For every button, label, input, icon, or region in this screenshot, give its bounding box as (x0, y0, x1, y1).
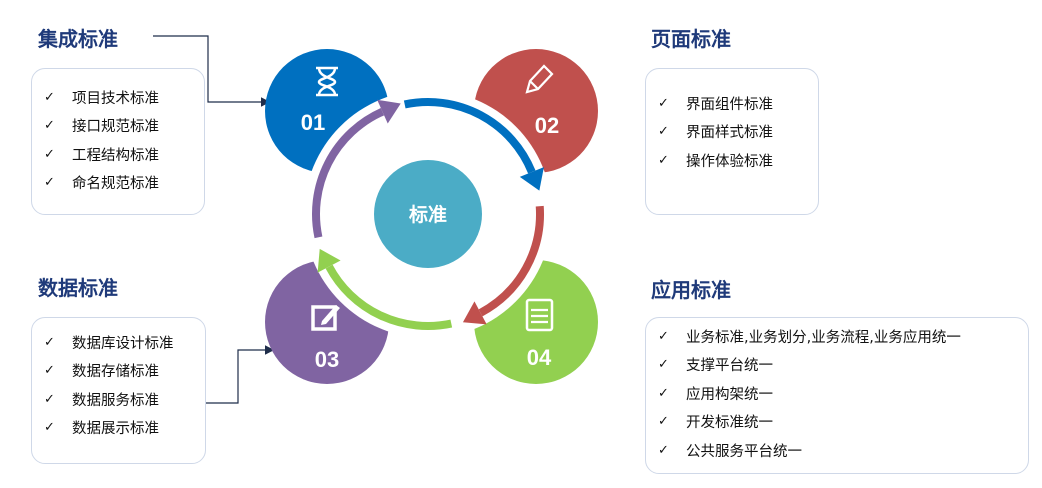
connector-integration (153, 35, 271, 107)
check-icon: ✓ (658, 357, 669, 373)
list-item: ✓ 支撑平台统一 (658, 351, 1028, 380)
title-data: 数据标准 (38, 276, 118, 300)
check-icon: ✓ (44, 334, 55, 350)
check-icon: ✓ (658, 328, 669, 344)
pencil-icon (525, 64, 554, 94)
list-item: ✓ 开发标准统一 (658, 408, 1028, 437)
node-04-number: 04 (527, 345, 552, 370)
list-item-label: 开发标准统一 (686, 415, 773, 432)
list-item: ✓ 接口规范标准 (44, 112, 204, 141)
check-icon: ✓ (44, 175, 55, 191)
list-item: ✓ 操作体验标准 (658, 146, 818, 175)
list-item-label: 数据存储标准 (72, 364, 159, 381)
list-item-label: 接口规范标准 (72, 119, 159, 136)
check-icon: ✓ (658, 442, 669, 458)
check-icon: ✓ (44, 420, 55, 436)
title-application: 应用标准 (651, 278, 731, 302)
check-icon: ✓ (658, 385, 669, 401)
center-circle (374, 160, 482, 268)
check-icon: ✓ (658, 95, 669, 111)
hourglass-icon (316, 66, 338, 97)
integration-list: ✓ 项目技术标准 ✓ 接口规范标准 ✓ 工程结构标准 ✓ 命名规范标准 (31, 68, 205, 215)
list-item-label: 工程结构标准 (72, 147, 159, 164)
list-item-label: 项目技术标准 (72, 90, 159, 107)
list-item-label: 支撑平台统一 (686, 358, 773, 375)
check-icon: ✓ (658, 414, 669, 430)
list-item: ✓ 数据服务标准 (44, 385, 205, 414)
blue-arrow-head (519, 167, 544, 191)
list-item-label: 界面组件标准 (686, 96, 773, 113)
list-item-label: 数据展示标准 (72, 421, 159, 438)
node-02-number: 02 (535, 113, 559, 138)
list-item-label: 操作体验标准 (686, 153, 773, 170)
list-item: ✓ 命名规范标准 (44, 169, 204, 198)
purple-arrow-head (377, 99, 401, 124)
page-list: ✓ 界面组件标准 ✓ 界面样式标准 ✓ 操作体验标准 (645, 68, 819, 215)
green-arrow (325, 264, 453, 330)
list-item: ✓ 应用构架统一 (658, 379, 1028, 408)
list-item: ✓ 工程结构标准 (44, 140, 204, 169)
red-arrow-head (462, 301, 487, 325)
green-arrow-head (317, 248, 341, 273)
list-item: ✓ 项目技术标准 (44, 83, 204, 112)
list-item-label: 应用构架统一 (686, 386, 773, 403)
check-icon: ✓ (44, 118, 55, 134)
data-list: ✓ 数据库设计标准 ✓ 数据存储标准 ✓ 数据服务标准 ✓ 数据展示标准 (31, 317, 206, 464)
list-item: ✓ 数据库设计标准 (44, 328, 205, 357)
list-item: ✓ 业务标准,业务划分,业务流程,业务应用统一 (658, 322, 1028, 351)
title-page: 页面标准 (651, 27, 731, 51)
check-icon: ✓ (44, 146, 55, 162)
list-item: ✓ 公共服务平台统一 (658, 436, 1028, 465)
application-list: ✓ 业务标准,业务划分,业务流程,业务应用统一 ✓ 支撑平台统一 ✓ 应用构架统一 ✓ 开发标… (645, 317, 1029, 474)
node-01-number: 01 (301, 110, 325, 135)
node-03-number: 03 (315, 347, 339, 372)
connector-data (205, 345, 275, 404)
list-item: ✓ 数据存储标准 (44, 357, 205, 386)
blue-arrow (403, 98, 536, 174)
list-item: ✓ 界面样式标准 (658, 118, 818, 147)
check-icon: ✓ (658, 152, 669, 168)
list-item-label: 数据库设计标准 (72, 335, 174, 352)
title-integration: 集成标准 (38, 27, 118, 51)
list-item-label: 数据服务标准 (72, 392, 159, 409)
list-item-label: 界面样式标准 (686, 125, 773, 142)
purple-arrow (312, 108, 385, 239)
check-icon: ✓ (44, 89, 55, 105)
list-item: ✓ 数据展示标准 (44, 414, 205, 443)
red-arrow (478, 205, 544, 317)
list-item-label: 命名规范标准 (72, 176, 159, 193)
list-item-label: 公共服务平台统一 (686, 443, 802, 460)
list-item-label: 业务标准,业务划分,业务流程,业务应用统一 (686, 329, 961, 346)
check-icon: ✓ (658, 124, 669, 140)
edit-square-icon (311, 305, 340, 331)
notepad-icon (525, 298, 554, 332)
list-item: ✓ 界面组件标准 (658, 89, 818, 118)
check-icon: ✓ (44, 363, 55, 379)
check-icon: ✓ (44, 391, 55, 407)
center-label: 标准 (409, 204, 447, 226)
